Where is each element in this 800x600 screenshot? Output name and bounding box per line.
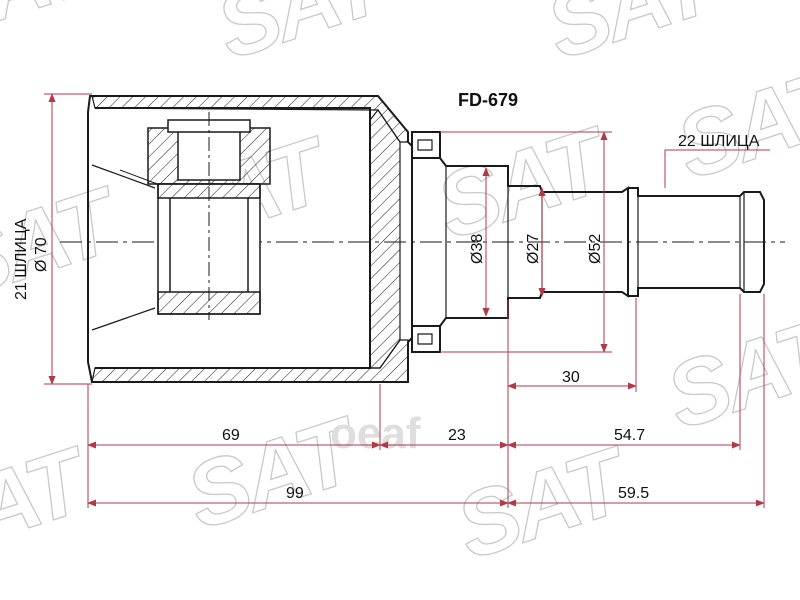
left-splines-label: 21 ШЛИЦА (13, 218, 30, 300)
joint-housing (87, 95, 413, 383)
watermark-secondary: оеаf (330, 409, 421, 458)
part-number: FD-679 (458, 90, 518, 110)
diameter-27-label: Ø27 (525, 234, 542, 264)
dimension-54-7: 54.7 (614, 427, 645, 444)
watermark-text: SAT (655, 298, 800, 449)
watermark-text: SAT (205, 0, 404, 79)
watermark-text: SAT (665, 48, 800, 199)
diameter-38-label: Ø38 (469, 234, 486, 264)
flange-collar (411, 131, 441, 353)
watermark-text: SAT (0, 0, 114, 59)
outer-diameter-label: Ø 70 (33, 237, 50, 272)
dimension-23: 23 (448, 427, 466, 444)
dimension-69: 69 (222, 427, 240, 444)
watermark-text: SAT (535, 0, 734, 79)
dimension-lines (44, 93, 770, 508)
dimension-59-5: 59.5 (618, 485, 649, 502)
tripod-bearing (147, 112, 271, 320)
right-splines-label: 22 ШЛИЦА (678, 133, 760, 150)
dimension-99: 99 (286, 485, 304, 502)
dimension-30: 30 (562, 369, 580, 386)
diameter-52-label: Ø52 (587, 234, 604, 264)
